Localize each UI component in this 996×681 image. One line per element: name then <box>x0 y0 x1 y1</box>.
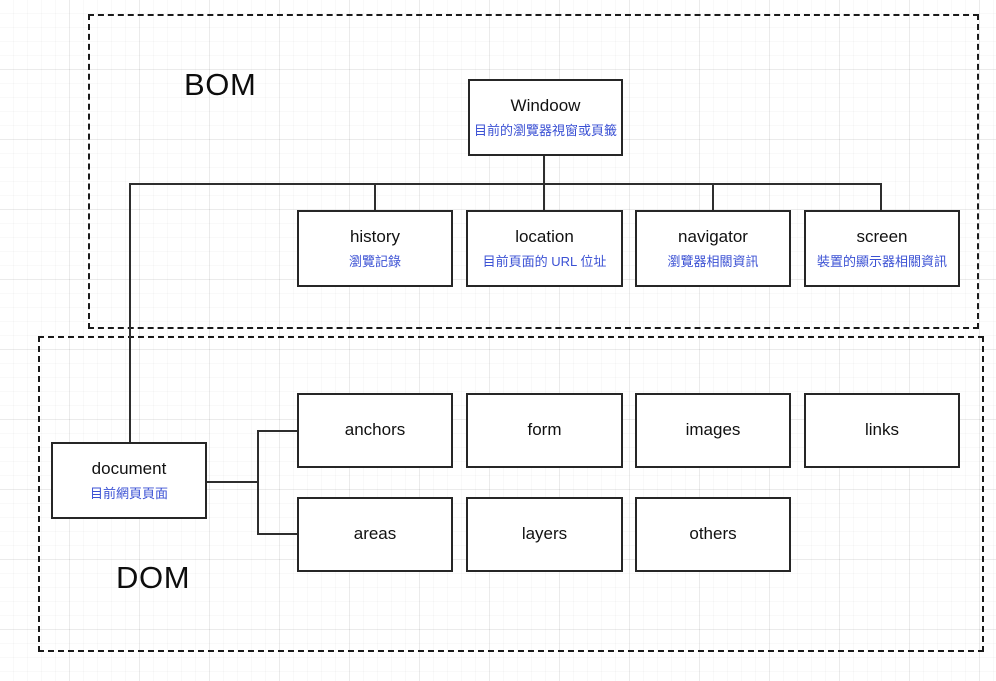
node-others[interactable]: others <box>635 497 791 572</box>
connector-drop-navigator <box>712 183 714 210</box>
connector-drop-document <box>129 183 131 442</box>
node-images[interactable]: images <box>635 393 791 468</box>
node-location-title: location <box>515 227 574 247</box>
node-areas[interactable]: areas <box>297 497 453 572</box>
node-navigator-title: navigator <box>678 227 748 247</box>
connector-bus-to-row1 <box>257 430 298 432</box>
node-history-subtitle: 瀏覽記錄 <box>348 254 401 270</box>
connector-drop-location <box>543 183 545 210</box>
node-others-title: others <box>689 524 737 544</box>
connector-bus-to-row2 <box>257 533 298 535</box>
node-images-title: images <box>685 420 741 440</box>
node-location[interactable]: location 目前頁面的 URL 位址 <box>466 210 623 287</box>
node-form[interactable]: form <box>466 393 623 468</box>
connector-dom-bus <box>257 430 259 535</box>
connector-window-stem <box>543 156 545 185</box>
node-document-subtitle: 目前網頁頁面 <box>89 486 168 502</box>
connector-bom-trunk <box>129 183 882 185</box>
node-layers[interactable]: layers <box>466 497 623 572</box>
node-anchors-title: anchors <box>344 420 406 440</box>
connector-document-stem <box>207 481 259 483</box>
node-layers-title: layers <box>521 524 568 544</box>
node-navigator-subtitle: 瀏覽器相關資訊 <box>667 254 759 270</box>
group-dom-boundary <box>38 336 984 652</box>
node-history-title: history <box>349 227 401 247</box>
node-areas-title: areas <box>353 524 397 544</box>
node-screen[interactable]: screen 裝置的顯示器相關資訊 <box>804 210 960 287</box>
group-dom-label: DOM <box>116 560 191 595</box>
connector-drop-history <box>374 183 376 210</box>
group-bom-boundary <box>88 14 979 329</box>
node-document[interactable]: document 目前網頁頁面 <box>51 442 207 519</box>
node-screen-subtitle: 裝置的顯示器相關資訊 <box>816 254 947 270</box>
node-window[interactable]: Windoow 目前的瀏覽器視窗或頁籤 <box>468 79 623 156</box>
node-navigator[interactable]: navigator 瀏覽器相關資訊 <box>635 210 791 287</box>
node-history[interactable]: history 瀏覽記錄 <box>297 210 453 287</box>
group-bom-label: BOM <box>184 67 257 102</box>
node-window-title: Windoow <box>510 96 581 116</box>
node-location-subtitle: 目前頁面的 URL 位址 <box>482 254 607 270</box>
node-screen-title: screen <box>856 227 908 247</box>
node-anchors[interactable]: anchors <box>297 393 453 468</box>
connector-drop-screen <box>880 183 882 210</box>
node-form-title: form <box>527 420 562 440</box>
node-links-title: links <box>864 420 899 440</box>
node-links[interactable]: links <box>804 393 960 468</box>
node-window-subtitle: 目前的瀏覽器視窗或頁籤 <box>473 123 617 139</box>
node-document-title: document <box>91 459 167 479</box>
